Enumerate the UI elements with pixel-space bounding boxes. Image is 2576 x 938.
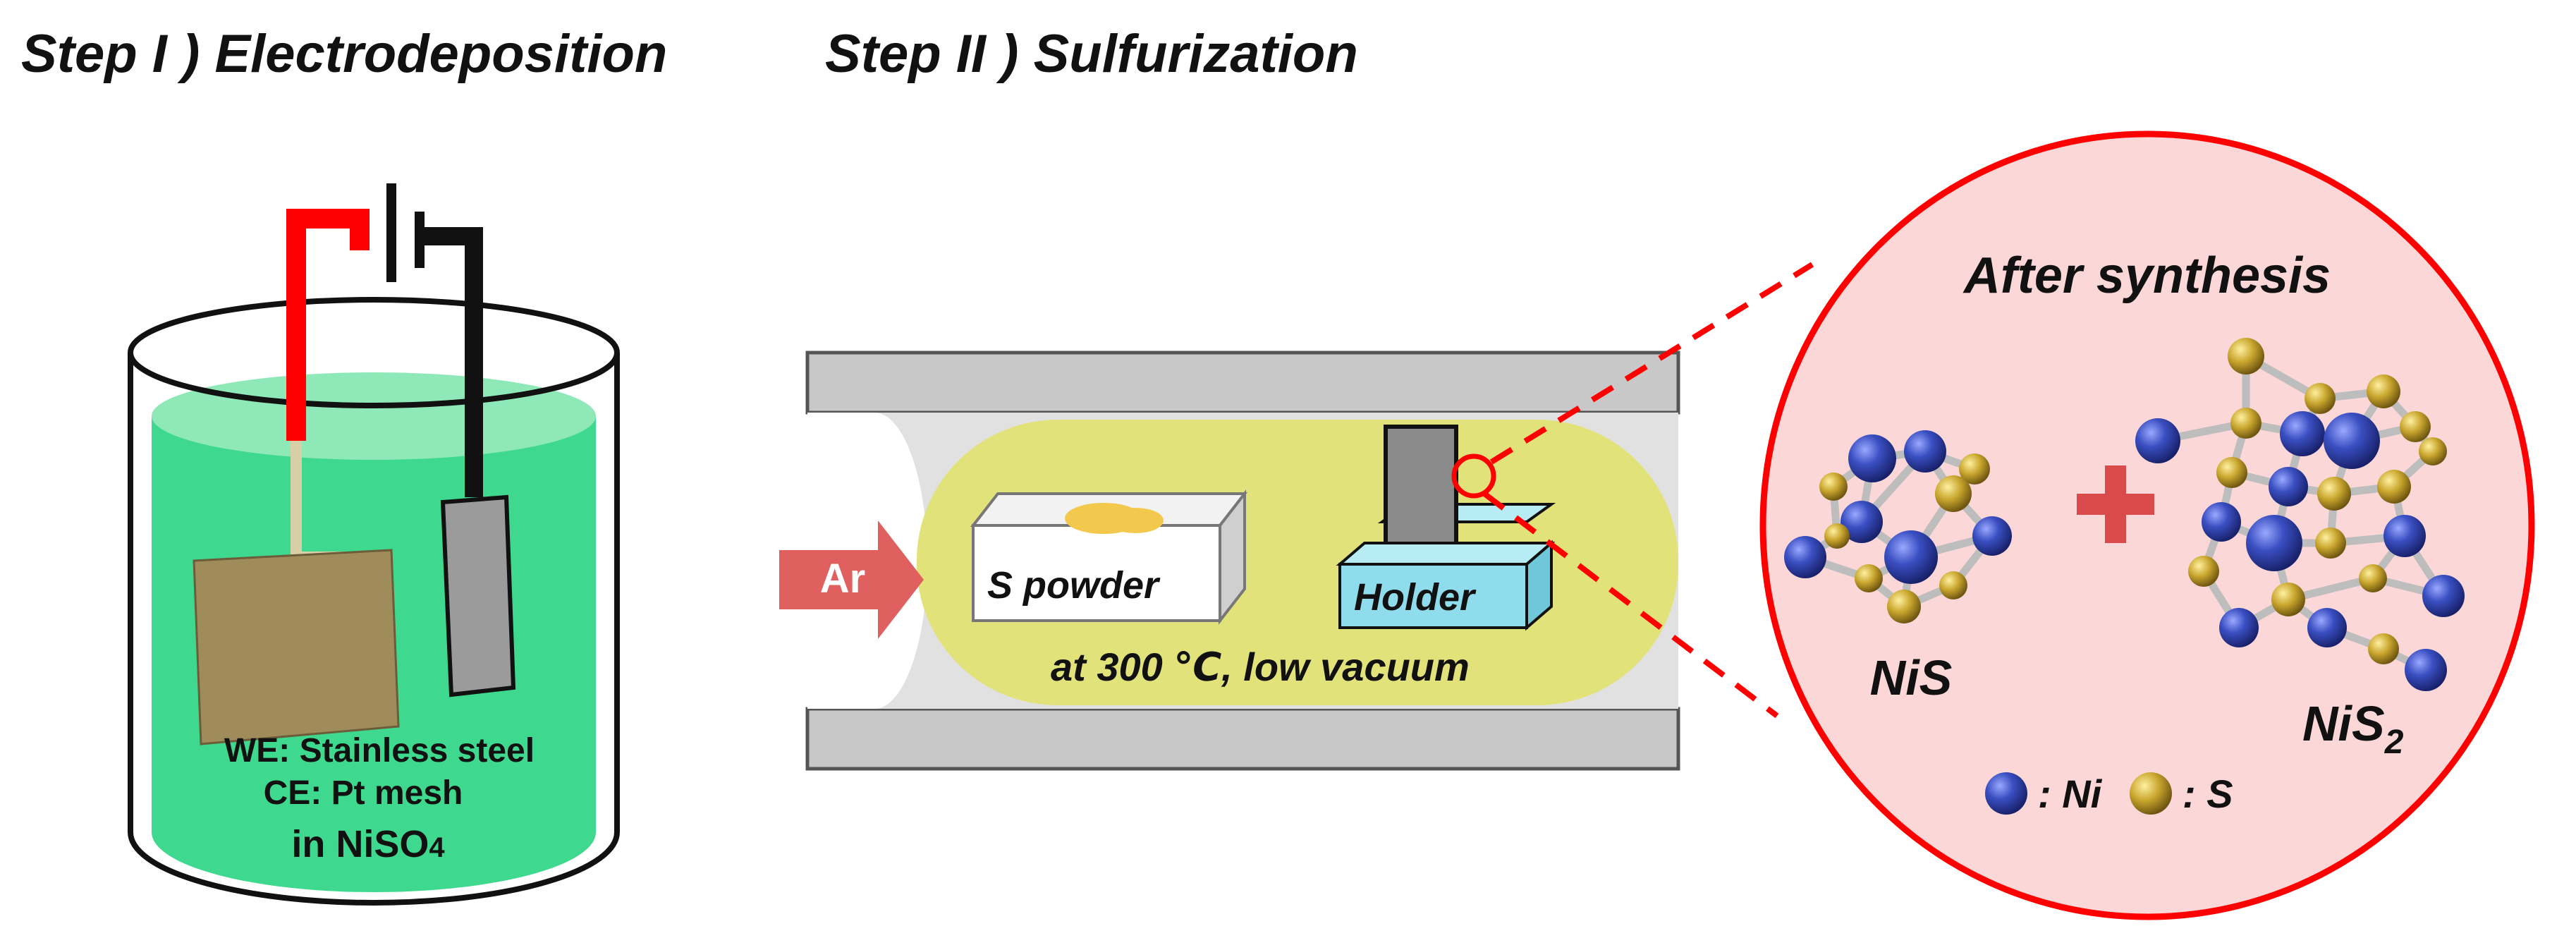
s-atom-icon <box>2317 477 2351 511</box>
sulfur-powder-2 <box>1107 508 1164 533</box>
legend-s-icon <box>2130 772 2172 815</box>
s-atom-icon <box>2367 374 2400 408</box>
s-atom-icon <box>2216 457 2247 488</box>
ni-atom-icon <box>2383 515 2426 557</box>
holder-front <box>1338 563 1528 629</box>
s-powder-label: S powder <box>987 564 1161 607</box>
step1-title: Step I ) Electrodeposition <box>21 24 667 84</box>
legend-ni-icon <box>1985 772 2027 815</box>
s-atom-icon <box>1959 453 1990 485</box>
step2-title: Step II ) Sulfurization <box>825 24 1358 84</box>
ni-atom-icon <box>2269 467 2308 506</box>
s-atom-icon <box>2230 408 2261 439</box>
inset-ellipse <box>1759 130 2535 920</box>
s-atom-icon <box>1824 523 1850 549</box>
ar-arrow-icon <box>779 520 924 639</box>
holder-label: Holder <box>1354 576 1477 619</box>
sulfurization-furnace: Ar S powder Holder at 300 ℃, low vacuum <box>779 351 1680 771</box>
ni-atom-icon <box>1904 430 1946 473</box>
ar-label: Ar <box>820 556 865 602</box>
ni-atom-icon <box>2422 575 2465 617</box>
ni-atom-icon <box>1784 536 1826 578</box>
s-atom-icon <box>2419 437 2447 465</box>
solution-label: in NiSO4 <box>291 823 445 865</box>
nis-structure <box>1784 430 2012 623</box>
inset-title: After synthesis <box>1962 248 2331 304</box>
nis2-label: NiS2 <box>2302 696 2404 761</box>
s-atom-icon <box>2400 411 2431 442</box>
ni-atom-icon <box>1841 501 1883 543</box>
nis-label: NiS <box>1870 650 1953 705</box>
s-atom-icon <box>1939 571 1967 599</box>
s-atom-icon <box>1887 590 1921 623</box>
s-atom-icon <box>2377 470 2411 504</box>
ni-atom-icon <box>2135 418 2180 463</box>
working-electrode <box>193 549 400 745</box>
boat-front <box>972 524 1221 622</box>
after-synthesis-inset: After synthesis NiS NiS2 : Ni : S <box>1759 130 2535 920</box>
ni-atom-icon <box>1848 434 1896 482</box>
zoom-target-circle <box>1451 453 1496 499</box>
negative-wire <box>420 227 483 497</box>
zoom-line-top <box>1489 262 1814 465</box>
nis2-structure <box>2135 338 2465 691</box>
s-atom-icon <box>2305 383 2336 414</box>
sulfur-boat: S powder <box>970 489 1248 625</box>
s-atom-icon <box>2368 633 2399 664</box>
ni-atom-icon <box>1884 530 1938 584</box>
zoom-line-bottom <box>1482 491 1779 719</box>
plus-icon <box>2077 465 2154 543</box>
s-atom-icon <box>1855 564 1883 592</box>
electrolyte-surface <box>152 372 596 460</box>
beaker-rim <box>128 297 620 408</box>
holder-top <box>1336 542 1556 566</box>
ni-atom-icon <box>2324 413 2380 469</box>
sample-substrate <box>1384 425 1458 552</box>
s-atom-icon <box>2188 556 2219 587</box>
ni-atom-icon <box>1972 516 2012 556</box>
tube-top-wall <box>805 351 1680 415</box>
s-atom-icon <box>2228 338 2264 374</box>
ni-atom-icon <box>2246 515 2302 571</box>
ce-label: CE: Pt mesh <box>264 774 463 812</box>
ni-atom-icon <box>2280 411 2325 456</box>
legend-ni-label: : Ni <box>2038 772 2103 816</box>
counter-electrode <box>440 494 516 698</box>
s-atom-icon <box>2315 528 2346 559</box>
ni-atom-icon <box>2202 502 2241 542</box>
legend-s-label: : S <box>2183 772 2233 816</box>
electrodeposition-cell: WE: Stainless steel CE: Pt mesh in NiSO4 <box>128 183 620 906</box>
s-atom-icon <box>1819 473 1848 501</box>
battery-long-plate <box>386 183 396 282</box>
ni-atom-icon <box>2307 608 2347 647</box>
positive-wire <box>286 209 370 441</box>
s-atom-icon <box>1935 475 1972 512</box>
s-atom-icon <box>2271 583 2305 616</box>
ni-atom-icon <box>2219 608 2259 647</box>
tube-bottom-wall <box>805 707 1680 771</box>
s-atom-icon <box>2359 564 2387 592</box>
condition-label: at 300 ℃, low vacuum <box>1051 645 1470 689</box>
we-label: WE: Stainless steel <box>224 732 535 769</box>
ni-atom-icon <box>2405 649 2447 691</box>
